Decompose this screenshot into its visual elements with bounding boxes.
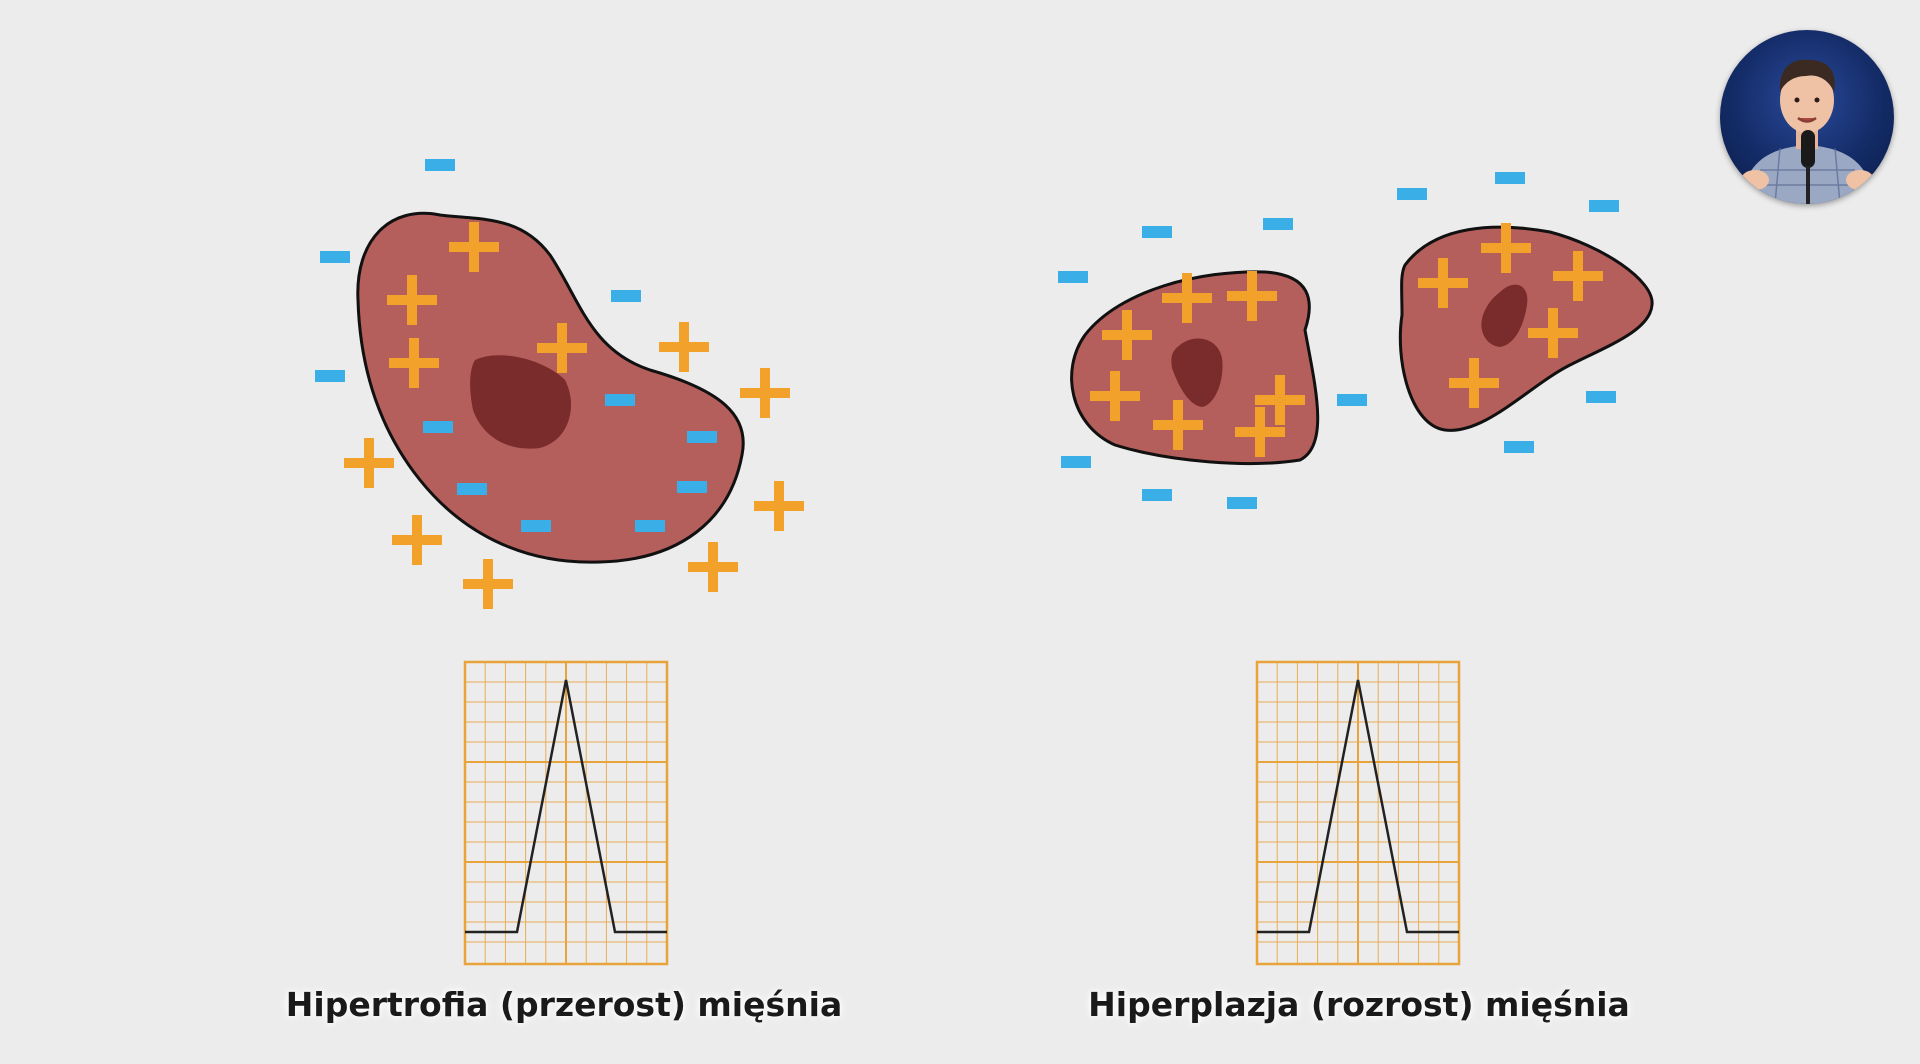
small-cell-2-nucleus: [1481, 284, 1528, 347]
ecg-trace-left: [465, 679, 667, 934]
hypertrophy-panel: [315, 159, 804, 966]
ecg-chart-left: [463, 660, 669, 966]
caption-hyperplasia: Hiperplazja (rozrost) mięśnia: [1088, 985, 1630, 1024]
caption-hypertrophy: Hipertrofia (przerost) mięśnia: [285, 985, 843, 1024]
small-cell-1-nucleus: [1171, 338, 1223, 407]
ecg-trace-right: [1257, 679, 1459, 934]
large-cell-nucleus: [470, 355, 572, 449]
hyperplasia-panel: [1058, 172, 1654, 966]
presenter-webcam-avatar: [1720, 30, 1894, 204]
presenter-icon: [1740, 59, 1875, 204]
ecg-chart-right: [1255, 660, 1461, 966]
